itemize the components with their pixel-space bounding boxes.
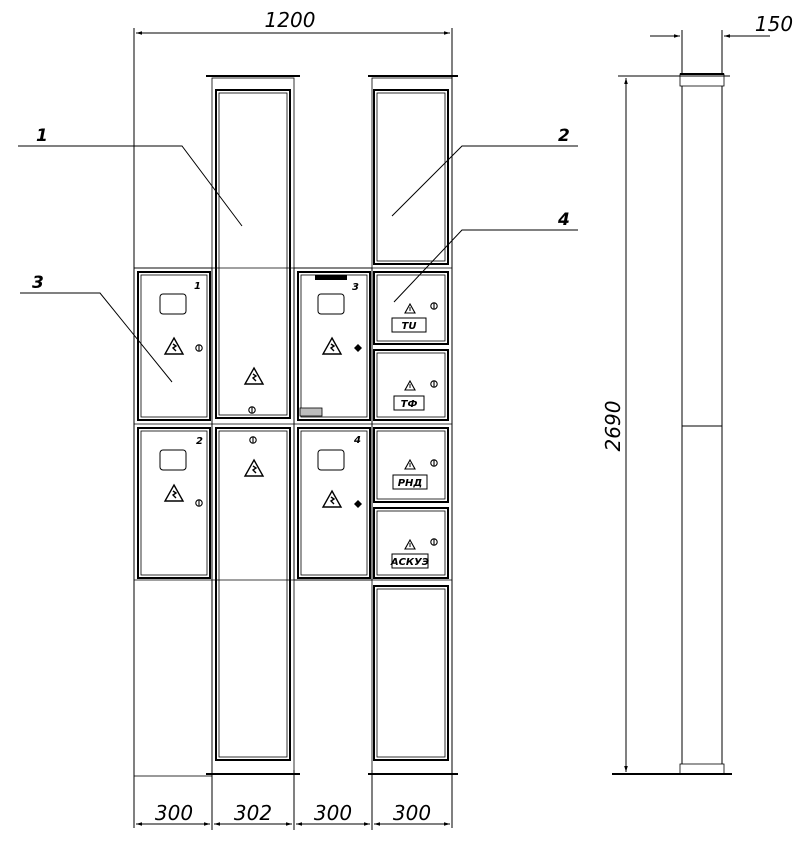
callout-4: 4 bbox=[557, 210, 570, 230]
callouts: 1 2 3 4 bbox=[18, 126, 578, 383]
cabinet-3: 3 bbox=[297, 271, 371, 421]
plate-rnd-label: РНД bbox=[398, 478, 423, 489]
cabinet-col2-lower bbox=[215, 427, 291, 761]
dim-height: 2690 bbox=[601, 401, 625, 452]
panel-askue: АСКУЭ bbox=[373, 507, 449, 579]
brand-label bbox=[315, 275, 347, 280]
cabinet-1: 1 bbox=[137, 271, 211, 421]
front-view: 1 2 3 4 bbox=[133, 28, 458, 828]
plate-tu-label: TU bbox=[402, 321, 417, 332]
dim-side-depth: 150 bbox=[755, 12, 793, 36]
cabinet-4: 4 bbox=[297, 427, 371, 579]
dim-total-width: 1200 bbox=[265, 8, 316, 32]
cabinet-2: 2 bbox=[137, 427, 211, 579]
cabinet-number-3: 3 bbox=[352, 282, 359, 293]
callout-2: 2 bbox=[558, 126, 570, 146]
dim-col1: 300 bbox=[155, 801, 193, 825]
cabinet-number-2: 2 bbox=[196, 436, 203, 447]
cabinet-col4-bottom bbox=[373, 585, 449, 761]
dim-col4: 300 bbox=[393, 801, 431, 825]
side-view: 150 2690 bbox=[601, 12, 793, 775]
cabinet-number-1: 1 bbox=[194, 281, 201, 292]
cabinet-col4-top bbox=[373, 89, 449, 265]
panel-rnd: РНД bbox=[373, 427, 449, 503]
panel-tu: TU bbox=[373, 271, 449, 345]
plate-askue-label: АСКУЭ bbox=[390, 557, 429, 568]
callout-3: 3 bbox=[32, 273, 44, 293]
plate-tf-label: ТФ bbox=[401, 399, 418, 410]
cabinet-col2-upper bbox=[215, 89, 291, 419]
dim-col3: 300 bbox=[314, 801, 352, 825]
dim-col2: 302 bbox=[234, 801, 272, 825]
panel-tf: ТФ bbox=[373, 349, 449, 421]
cabinet-number-4: 4 bbox=[353, 435, 361, 446]
front-dimensions: 1200 300 302 300 300 bbox=[136, 8, 450, 830]
callout-1: 1 bbox=[36, 126, 48, 146]
